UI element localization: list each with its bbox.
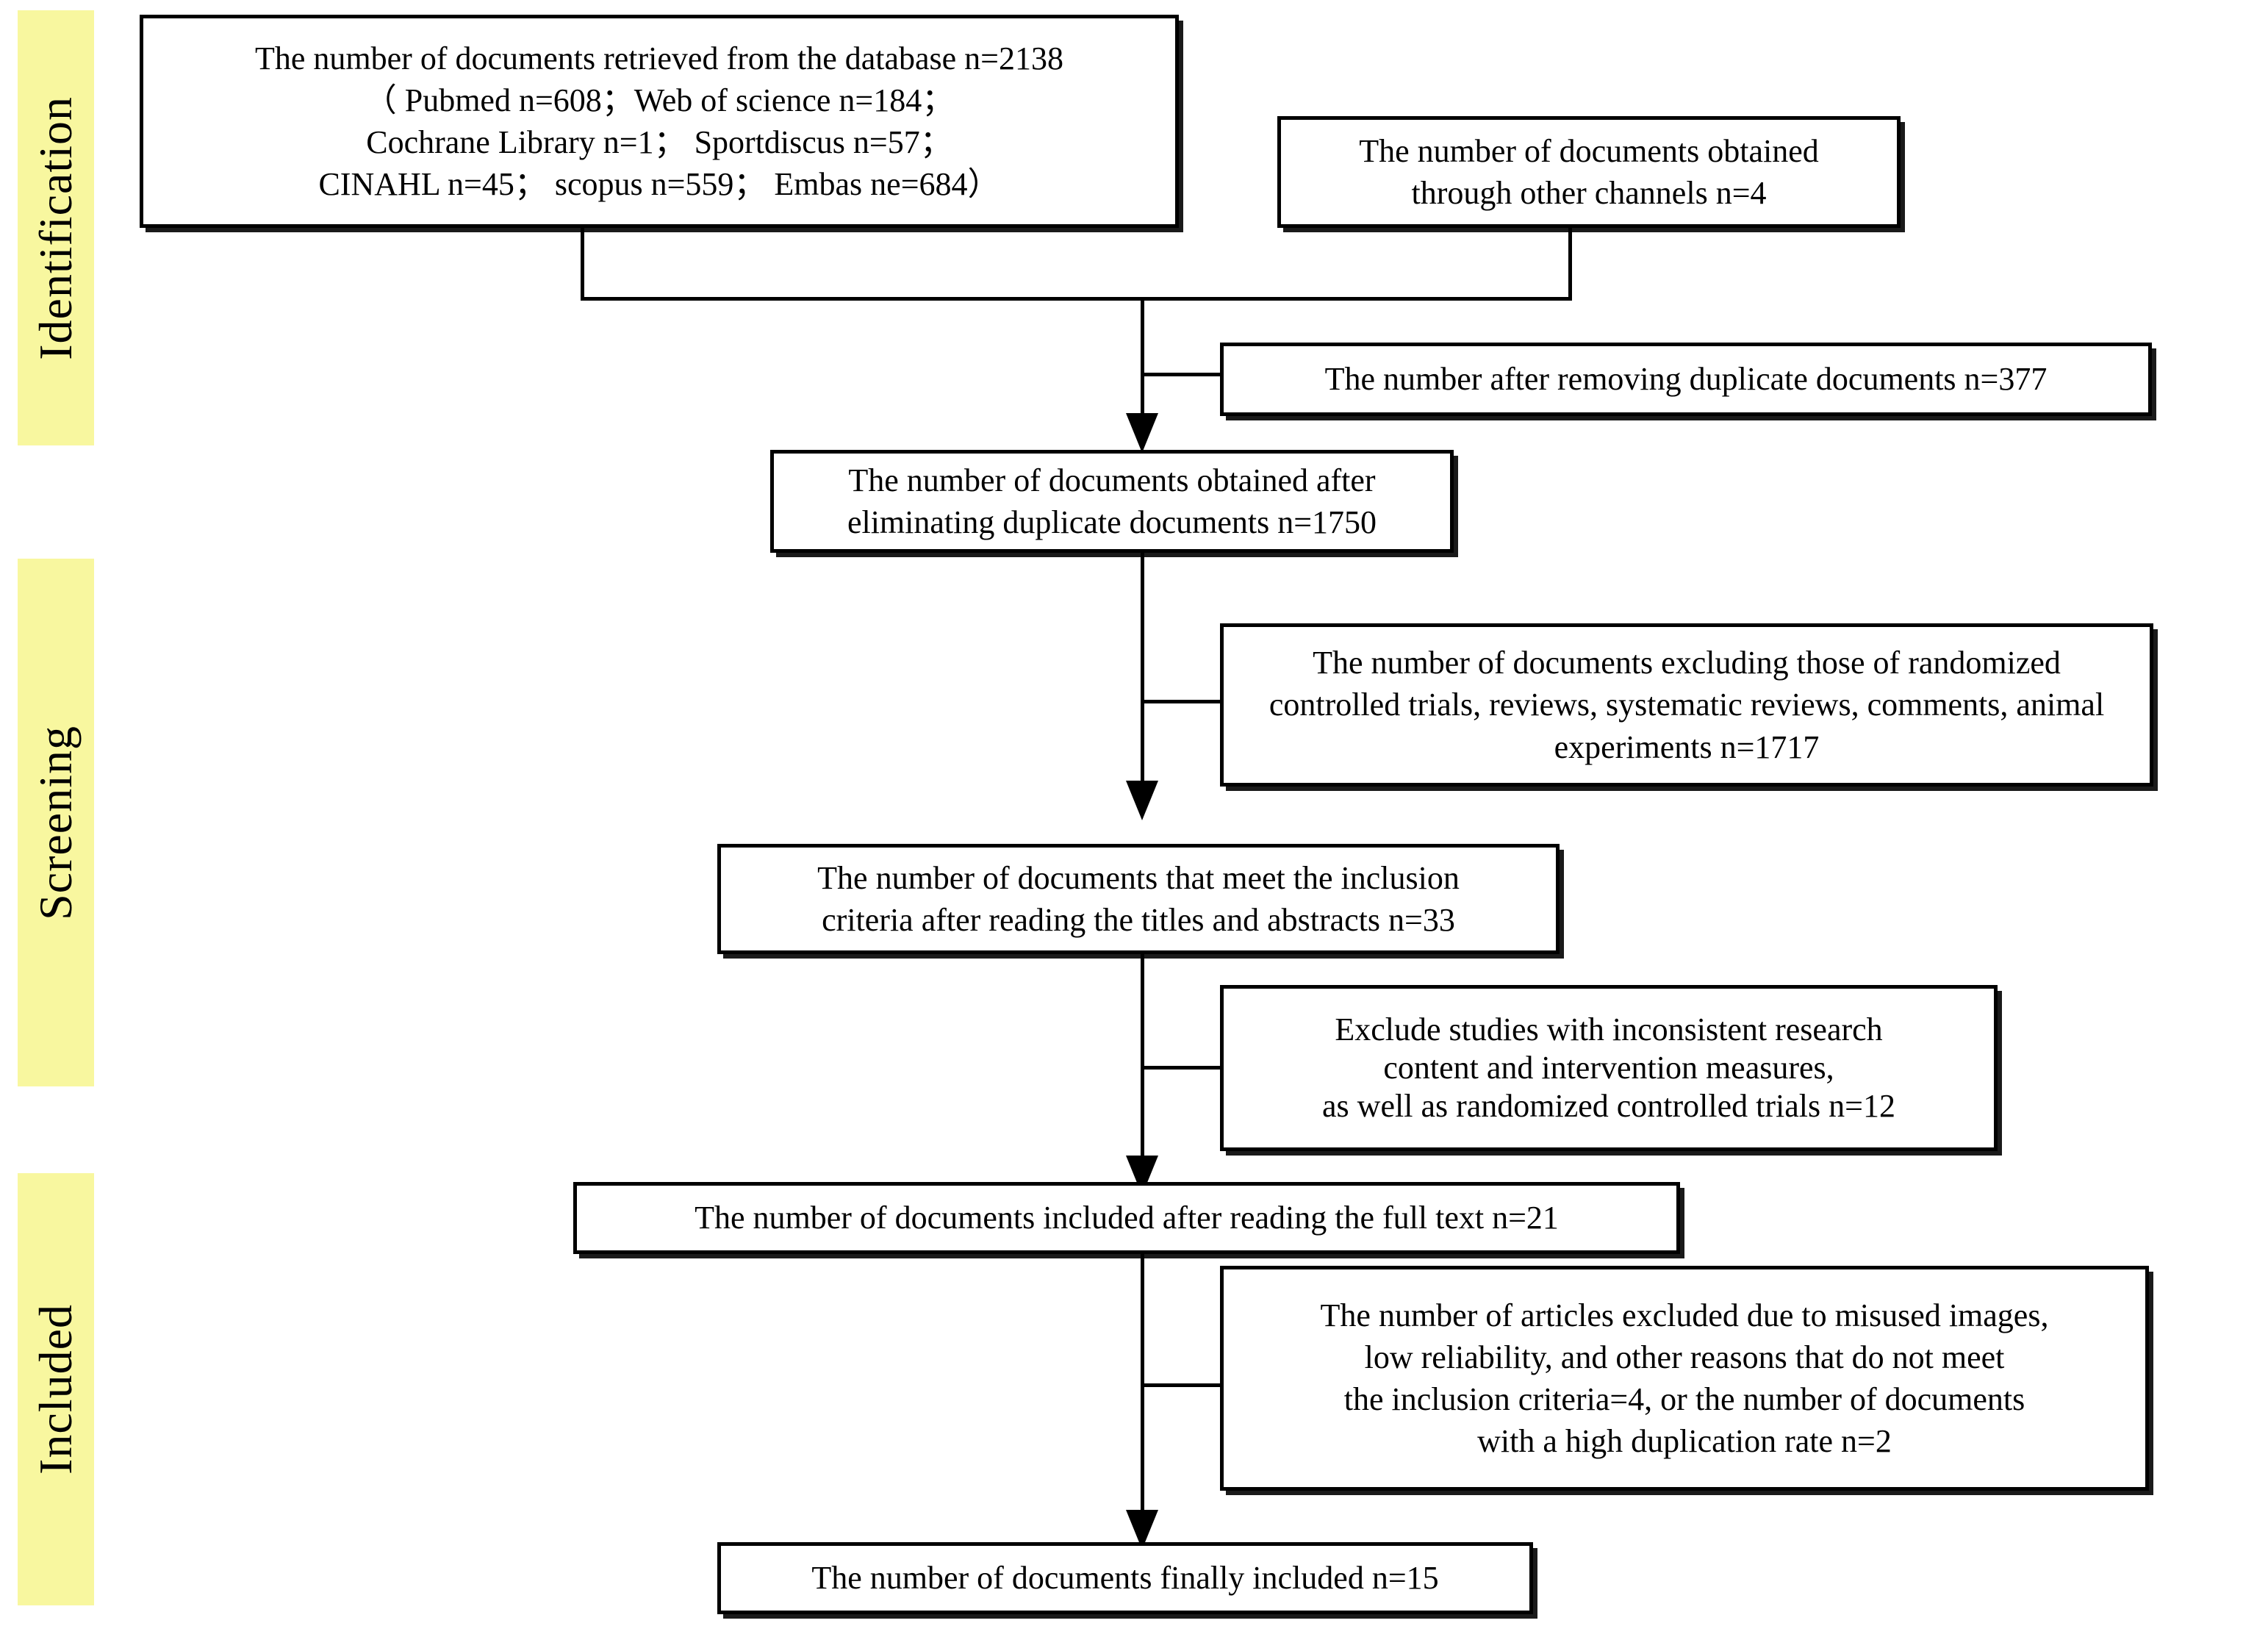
- connector-branch-duplicates: [1144, 373, 1232, 376]
- box-database-records-text: The number of documents retrieved from t…: [255, 40, 1063, 203]
- connector-branch-excluded-study-types: [1144, 700, 1232, 703]
- connector-other-sources-drop: [1568, 228, 1572, 301]
- box-title-abstract-included-text: The number of documents that meet the in…: [817, 859, 1460, 938]
- box-fulltext-included-text: The number of documents included after r…: [695, 1200, 1559, 1236]
- box-database-records: The number of documents retrieved from t…: [140, 15, 1179, 228]
- connector-database-drop: [581, 228, 584, 301]
- arrow-down-to-title-abstract: [1126, 781, 1158, 820]
- box-after-deduplication-text: The number of documents obtained after e…: [847, 462, 1377, 540]
- connector-trunk-screening-2: [1141, 954, 1144, 1170]
- connector-branch-excluded-inconsistent: [1144, 1066, 1232, 1070]
- box-duplicates-removed-text: The number after removing duplicate docu…: [1324, 361, 2048, 398]
- box-other-sources-text: The number of documents obtained through…: [1359, 132, 1819, 211]
- stage-bar-included: Included: [18, 1173, 94, 1605]
- connector-trunk-screening-1: [1141, 553, 1144, 795]
- box-excluded-quality-text: The number of articles excluded due to m…: [1320, 1297, 2049, 1460]
- box-excluded-inconsistent-text: Exclude studies with inconsistent resear…: [1322, 1011, 1895, 1124]
- box-other-sources: The number of documents obtained through…: [1277, 116, 1901, 228]
- box-after-deduplication: The number of documents obtained after e…: [770, 450, 1454, 553]
- box-final-included-text: The number of documents finally included…: [811, 1560, 1439, 1597]
- box-title-abstract-included: The number of documents that meet the in…: [717, 844, 1560, 954]
- box-excluded-study-types-text: The number of documents excluding those …: [1268, 645, 2105, 765]
- stage-bar-screening: Screening: [18, 559, 94, 1086]
- connector-trunk-included: [1141, 1254, 1144, 1525]
- connector-merge-bar: [581, 297, 1572, 301]
- box-excluded-study-types: The number of documents excluding those …: [1220, 623, 2153, 787]
- connector-branch-excluded-quality: [1144, 1383, 1232, 1387]
- box-excluded-inconsistent: Exclude studies with inconsistent resear…: [1220, 985, 1998, 1151]
- stage-label-identification: Identification: [29, 96, 82, 360]
- box-final-included: The number of documents finally included…: [717, 1542, 1533, 1614]
- box-duplicates-removed: The number after removing duplicate docu…: [1220, 343, 2152, 416]
- stage-label-screening: Screening: [29, 725, 82, 920]
- stage-bar-identification: Identification: [18, 10, 94, 445]
- arrow-down-to-after-deduplication: [1126, 413, 1158, 453]
- stage-label-included: Included: [29, 1304, 82, 1475]
- box-fulltext-included: The number of documents included after r…: [573, 1182, 1680, 1254]
- connector-trunk-identification: [1141, 297, 1144, 429]
- box-excluded-quality: The number of articles excluded due to m…: [1220, 1266, 2149, 1491]
